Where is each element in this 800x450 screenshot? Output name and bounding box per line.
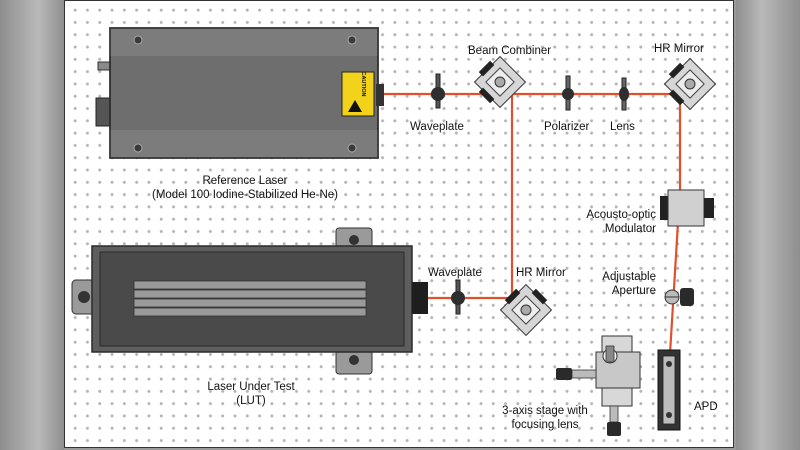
polarizer: [562, 75, 574, 111]
hr-mirror-top: [663, 57, 717, 111]
waveplate-top: [431, 73, 445, 109]
reference-laser: [95, 27, 384, 159]
aperture-label-line2: Aperture: [611, 285, 656, 297]
beam-combiner: [473, 55, 527, 109]
caution-text: CAUTION: [360, 71, 366, 96]
aom-beam: [667, 94, 682, 371]
apd-label: APD: [694, 401, 718, 413]
apd-detector: [657, 349, 681, 431]
aom-label: Acousto-optic Modulator: [560, 208, 656, 236]
left-backdrop: [0, 0, 64, 450]
aperture-label-line1: Adjustable: [602, 271, 656, 283]
polarizer-label: Polarizer: [544, 121, 590, 133]
hr-mirror-bottom: [499, 283, 553, 337]
adjustable-aperture: [664, 288, 694, 306]
caution-sticker: CAUTION: [341, 71, 375, 117]
laser-under-test-label: Laser Under Test (LUT): [186, 380, 316, 408]
reference-laser-label-line2: (Model 100 Iodine-Stabilized He-Ne): [151, 189, 338, 201]
lens: [619, 77, 629, 111]
waveplate-bottom-label: Waveplate: [428, 267, 482, 279]
laser-under-test-label-line2: (LUT): [236, 395, 266, 407]
stage-label-line2: focusing lens: [511, 419, 579, 431]
aom-label-line2: Modulator: [604, 223, 656, 235]
waveplate-bottom: [451, 279, 465, 315]
aperture-label: Adjustable Aperture: [580, 270, 656, 298]
acousto-optic-modulator: [660, 189, 714, 227]
hr-mirror-bottom-label: HR Mirror: [516, 267, 566, 279]
waveplate-top-label: Waveplate: [410, 121, 464, 133]
right-backdrop: [736, 0, 800, 450]
hr-mirror-top-label: HR Mirror: [654, 43, 704, 55]
reference-laser-label: Reference Laser (Model 100 Iodine-Stabil…: [150, 174, 340, 202]
stage-label: 3-axis stage with focusing lens: [490, 404, 600, 432]
aom-label-line1: Acousto-optic: [586, 209, 656, 221]
laser-under-test-label-line1: Laser Under Test: [207, 381, 295, 393]
beam-combiner-label: Beam Combiner: [468, 45, 552, 57]
three-axis-stage: [556, 335, 641, 436]
laser-under-test: [71, 227, 428, 375]
stage-label-line1: 3-axis stage with: [502, 405, 588, 417]
lens-label: Lens: [610, 121, 635, 133]
reference-laser-label-line1: Reference Laser: [202, 175, 288, 187]
